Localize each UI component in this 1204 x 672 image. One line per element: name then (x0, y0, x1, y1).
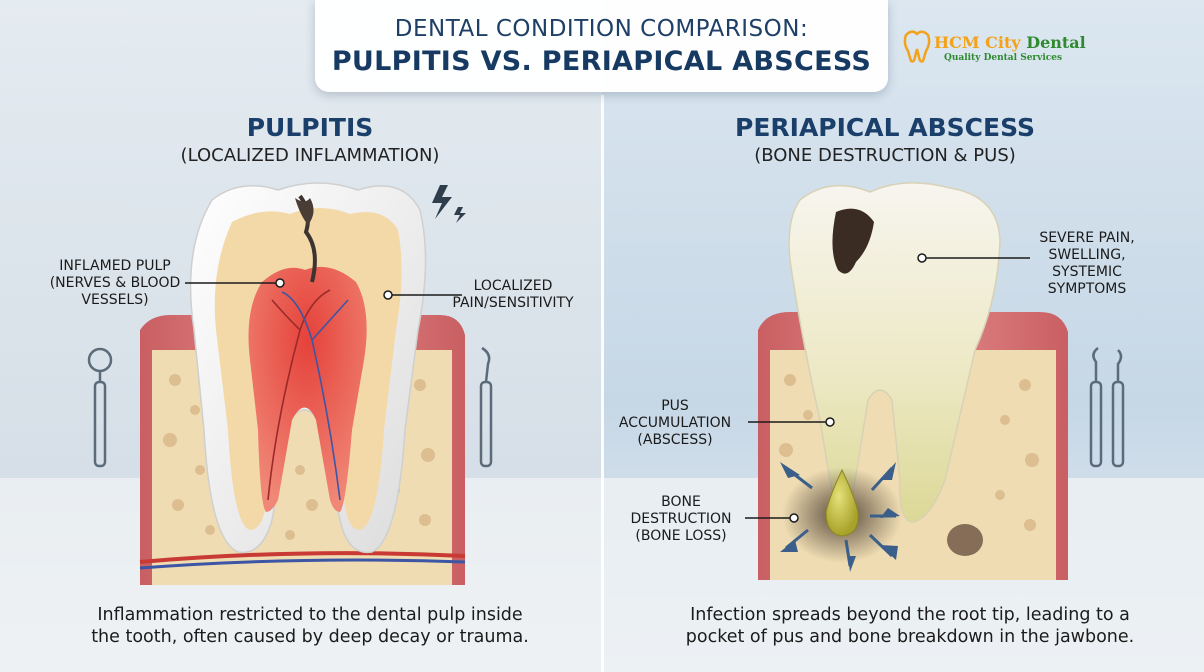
label-bone-destruction: BONE DESTRUCTION (BONE LOSS) (630, 494, 732, 544)
bone-cavity (947, 524, 983, 556)
brand-name: HCM City Dental (934, 33, 1086, 52)
title-line2: PULPITIS VS. PERIAPICAL ABSCESS (331, 46, 872, 77)
label-pus-accumulation: PUS ACCUMULATION (ABSCESS) (618, 398, 732, 448)
title-line1: DENTAL CONDITION COMPARISON: (394, 16, 809, 42)
abscess-illustration (758, 182, 1068, 580)
brand-tagline: Quality Dental Services (944, 53, 1063, 63)
pus-pocket (825, 468, 859, 537)
dental-scaler-icon (1111, 349, 1125, 468)
tooth-cavity (832, 208, 874, 274)
inflamed-pulp (248, 266, 367, 512)
pulpitis-caption: Inflammation restricted to the dental pu… (91, 605, 529, 647)
dental-probe-icon (1089, 347, 1103, 468)
brand-name-part2: Dental (1026, 33, 1086, 52)
pulpitis-illustration (139, 182, 466, 585)
abscess-subheading: (BONE DESTRUCTION & PUS) (754, 145, 1016, 166)
label-severe-pain: SEVERE PAIN, SWELLING, SYSTEMIC SYMPTOMS (1039, 230, 1135, 297)
label-localized-pain: LOCALIZED PAIN/SENSITIVITY (452, 278, 574, 311)
panel-divider (601, 95, 604, 672)
pulpitis-subheading: (LOCALIZED INFLAMMATION) (180, 145, 440, 166)
abscess-caption: Infection spreads beyond the root tip, l… (685, 605, 1135, 647)
brand-logo: HCM City Dental Quality Dental Services (900, 29, 1086, 69)
title-card: DENTAL CONDITION COMPARISON: PULPITIS VS… (315, 0, 888, 92)
dental-mirror-icon (87, 347, 113, 468)
abscess-heading: PERIAPICAL ABSCESS (735, 113, 1035, 142)
pulpitis-heading: PULPITIS (246, 113, 374, 142)
dental-explorer-icon (479, 346, 493, 468)
tooth-logo-icon (903, 30, 931, 63)
lightning-pain-icon (432, 185, 466, 223)
label-inflamed-pulp: INFLAMED PULP (NERVES & BLOOD VESSELS) (49, 258, 181, 308)
brand-name-part1: HCM City (934, 33, 1021, 52)
